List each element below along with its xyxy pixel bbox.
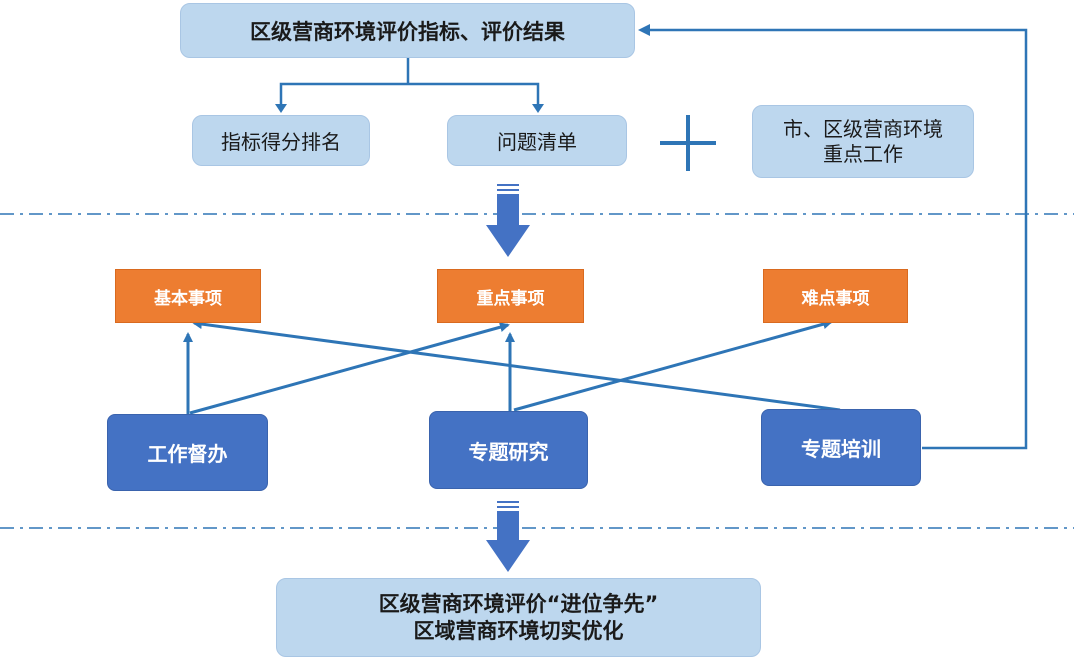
down-block-arrow-upper bbox=[486, 184, 530, 257]
basic-items-box: 基本事项 bbox=[115, 269, 261, 323]
arrowhead-to-issues bbox=[532, 104, 544, 113]
work-supervision-label: 工作督办 bbox=[147, 442, 228, 466]
outcome-line1: 区级营商环境评价“进位争先” bbox=[378, 592, 659, 617]
connector-training-to-basic bbox=[192, 319, 841, 412]
issue-list-label: 问题清单 bbox=[497, 130, 577, 154]
difficult-items-label: 难点事项 bbox=[801, 288, 870, 309]
outcome-line2: 区域营商环境切实优化 bbox=[413, 618, 624, 643]
key-work-box: 市、区级营商环境 重点工作 bbox=[752, 105, 974, 178]
special-research-box: 专题研究 bbox=[429, 411, 588, 489]
difficult-items-box: 难点事项 bbox=[763, 269, 908, 323]
plus-icon bbox=[660, 115, 716, 171]
special-training-label: 专题培训 bbox=[801, 437, 881, 461]
basic-items-label: 基本事项 bbox=[154, 288, 222, 309]
key-work-label-line2: 重点工作 bbox=[823, 141, 903, 166]
key-items-label: 重点事项 bbox=[476, 288, 545, 309]
outcome-box: 区级营商环境评价“进位争先” 区域营商环境切实优化 bbox=[276, 578, 761, 657]
issue-list-box: 问题清单 bbox=[447, 115, 627, 166]
key-items-box: 重点事项 bbox=[437, 269, 584, 323]
arrowhead-to-ranking bbox=[275, 104, 287, 113]
feedback-loop-connector bbox=[648, 28, 1028, 450]
work-supervision-box: 工作督办 bbox=[107, 414, 268, 491]
down-block-arrow-lower bbox=[486, 501, 530, 572]
score-ranking-box: 指标得分排名 bbox=[192, 115, 370, 166]
special-research-label: 专题研究 bbox=[468, 439, 549, 464]
special-training-box: 专题培训 bbox=[761, 409, 921, 486]
feedback-arrowhead bbox=[638, 24, 650, 36]
connector-research-to-difficult bbox=[513, 319, 833, 412]
evaluation-results-box: 区级营商环境评价指标、评价结果 bbox=[180, 3, 635, 58]
key-work-label-line1: 市、区级营商环境 bbox=[783, 116, 943, 141]
title-branch-connector bbox=[279, 58, 540, 110]
connector-supervision-to-key bbox=[189, 322, 510, 415]
evaluation-results-title: 区级营商环境评价指标、评价结果 bbox=[250, 19, 565, 44]
score-ranking-label: 指标得分排名 bbox=[221, 130, 341, 154]
